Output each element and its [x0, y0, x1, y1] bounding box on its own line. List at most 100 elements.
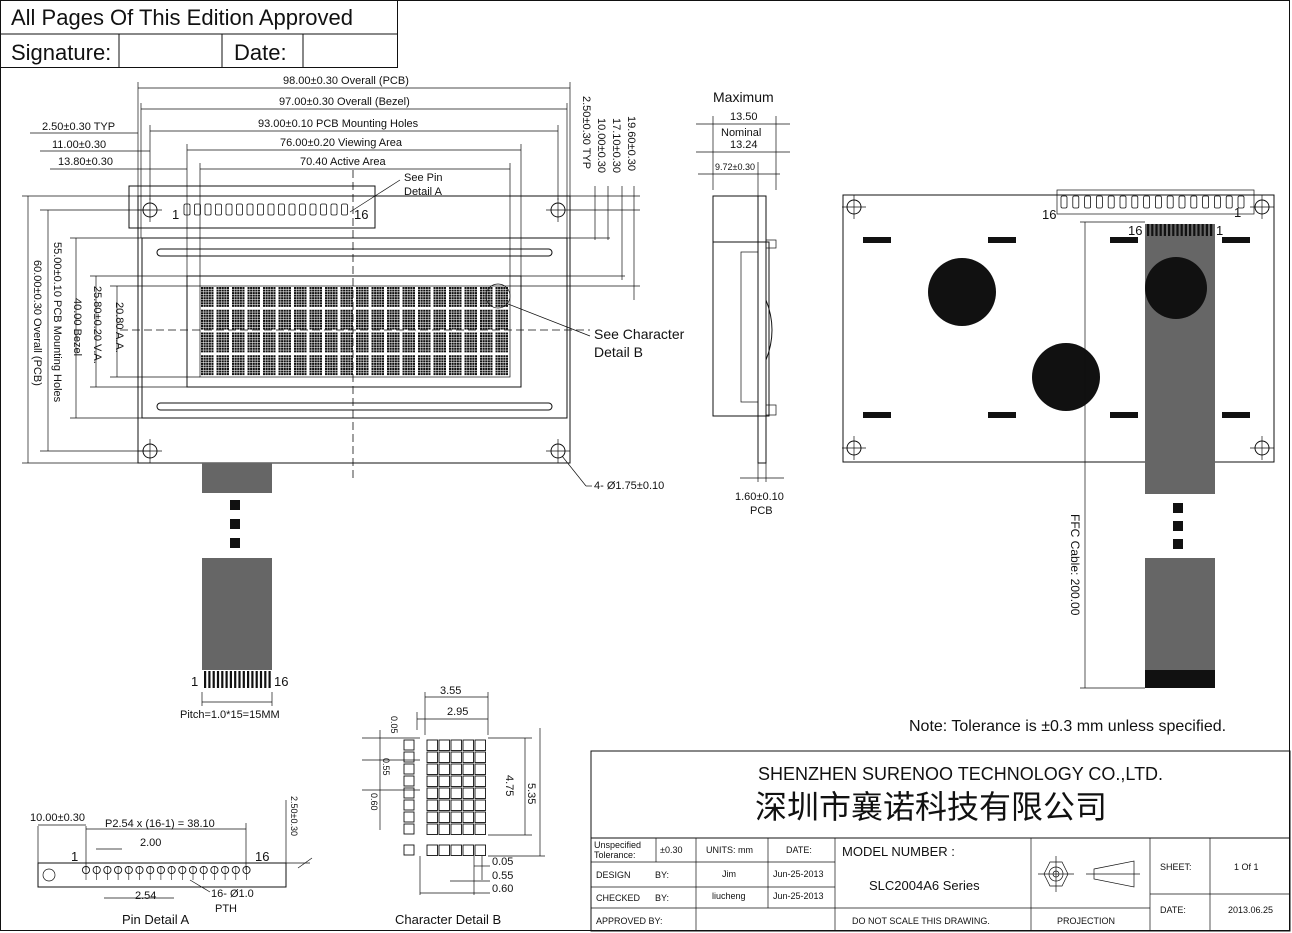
ffc-tail-top [202, 463, 272, 493]
callout-detail-b: Detail B [594, 344, 643, 360]
tb-design: DESIGN [596, 870, 631, 880]
dim-active-area: 70.40 Active Area [300, 156, 386, 168]
tb-checked: CHECKED [596, 893, 641, 903]
tb-date-value: 2013.06.25 [1228, 905, 1273, 915]
lcd-character-cell [449, 332, 462, 353]
approval-box: All Pages Of This Edition Approved Signa… [0, 0, 398, 68]
ffc-pin-16: 16 [274, 674, 288, 689]
back-ffc-contact [1201, 224, 1204, 236]
back-pin-pad [1096, 195, 1103, 209]
adjacent-dot [403, 787, 415, 799]
tb-do-not-scale: DO NOT SCALE THIS DRAWING. [852, 916, 990, 926]
detail-b-005: 0.05 [492, 856, 513, 868]
lcd-character-cell [387, 309, 400, 330]
adjacent-dot [403, 763, 415, 775]
detail-dot [474, 763, 486, 775]
tb-unspecified: Unspecified [594, 840, 641, 850]
detail-b-055: 0.55 [492, 870, 513, 882]
dim-mounting-holes-h: 93.00±0.10 PCB Mounting Holes [258, 118, 419, 130]
cob-blob-2 [1032, 343, 1100, 411]
back-ffc-contact [1163, 224, 1166, 236]
cursor-row [403, 844, 486, 856]
back-ffc-contact [1176, 224, 1179, 236]
lcd-character-cell [278, 355, 291, 376]
back-pin-pad [1166, 195, 1174, 209]
ffc-contact [216, 671, 220, 688]
lcd-character-cell [387, 287, 400, 307]
detail-dot [450, 823, 462, 835]
lcd-character-cell [247, 309, 260, 330]
lcd-character-cell [356, 332, 369, 353]
detail-dot [438, 787, 450, 799]
detail-dot [462, 823, 474, 835]
ffc-contact [264, 671, 267, 688]
lcd-character-cell [340, 332, 353, 353]
lcd-character-cell [402, 287, 415, 307]
lcd-character-cell [433, 309, 446, 330]
cob-blob-3 [1145, 257, 1207, 319]
detail-dot [426, 799, 438, 811]
adjacent-dot [403, 823, 415, 835]
ffc-contact [238, 671, 241, 688]
back-ffc-contact [1210, 224, 1213, 236]
lcd-character-cell [480, 309, 493, 330]
detail-b-060: 0.60 [492, 883, 513, 895]
ffc-contacts [204, 671, 271, 688]
dim-left-typ: 2.50±0.30 TYP [42, 121, 115, 133]
lcd-character-cell [232, 355, 245, 376]
detail-dot [462, 763, 474, 775]
back-pin-pads [1060, 195, 1245, 209]
back-ffc-contact [1197, 224, 1200, 236]
lcd-character-cell [433, 355, 446, 376]
lcd-character-cell [216, 332, 229, 353]
lcd-character-cell [495, 355, 508, 376]
detail-dot [426, 751, 438, 763]
pin-header-strip [128, 185, 376, 229]
company-en: SHENZHEN SURENOO TECHNOLOGY CO.,LTD. [758, 764, 1163, 784]
lcd-character-cell [418, 332, 431, 353]
lcd-character-cell [340, 309, 353, 330]
dim-bezel-40: 40.00 Bezel [71, 298, 83, 356]
lcd-character-cell [263, 355, 276, 376]
bezel-outline [141, 237, 568, 419]
lcd-character-cell [247, 355, 260, 376]
ffc-pin-1: 1 [191, 674, 198, 689]
lcd-character-cell [449, 309, 462, 330]
signature-label: Signature: [11, 40, 111, 65]
right-dimensions [510, 186, 640, 300]
lcd-character-cell [263, 309, 276, 330]
lcd-character-cell [495, 332, 508, 353]
dim-overall-bezel: 97.00±0.30 Overall (Bezel) [279, 96, 410, 108]
detail-w-355: 3.55 [440, 685, 461, 697]
back-ffc-contact [1151, 224, 1154, 236]
lcd-character-cell [356, 355, 369, 376]
lcd-character-cell [356, 287, 369, 307]
pin-detail-strip [37, 862, 287, 888]
tb-tolerance: Tolerance: [594, 850, 636, 860]
detail-dot [474, 823, 486, 835]
side-nominal: Nominal [721, 127, 761, 139]
character-grid [201, 287, 508, 376]
detail-dot [474, 787, 486, 799]
detail-dot [474, 739, 486, 751]
left-dimensions [22, 195, 200, 464]
dim-left-11: 11.00±0.30 [52, 139, 106, 151]
lcd-character-cell [371, 309, 384, 330]
detail-d-055: 0.55 [381, 758, 391, 776]
lcd-character-cell [201, 332, 214, 353]
dim-viewing-area: 76.00±0.20 Viewing Area [280, 137, 403, 149]
lcd-character-cell [294, 332, 307, 353]
callout-hole-dia: 4- Ø1.75±0.10 [594, 480, 664, 492]
detail-dot [450, 799, 462, 811]
back-pin-pad [1143, 195, 1150, 209]
pin-detail-title: Pin Detail A [122, 912, 190, 927]
lcd-character-cell [216, 355, 229, 376]
lcd-character-cell [294, 309, 307, 330]
tb-by2: BY: [655, 893, 669, 903]
side-pcb-label: PCB [750, 505, 773, 517]
back-pin-pad [1155, 195, 1162, 209]
back-pin-pad [1119, 195, 1127, 209]
back-ffc-contact [1159, 224, 1162, 236]
tb-checked-name: liucheng [712, 891, 746, 901]
